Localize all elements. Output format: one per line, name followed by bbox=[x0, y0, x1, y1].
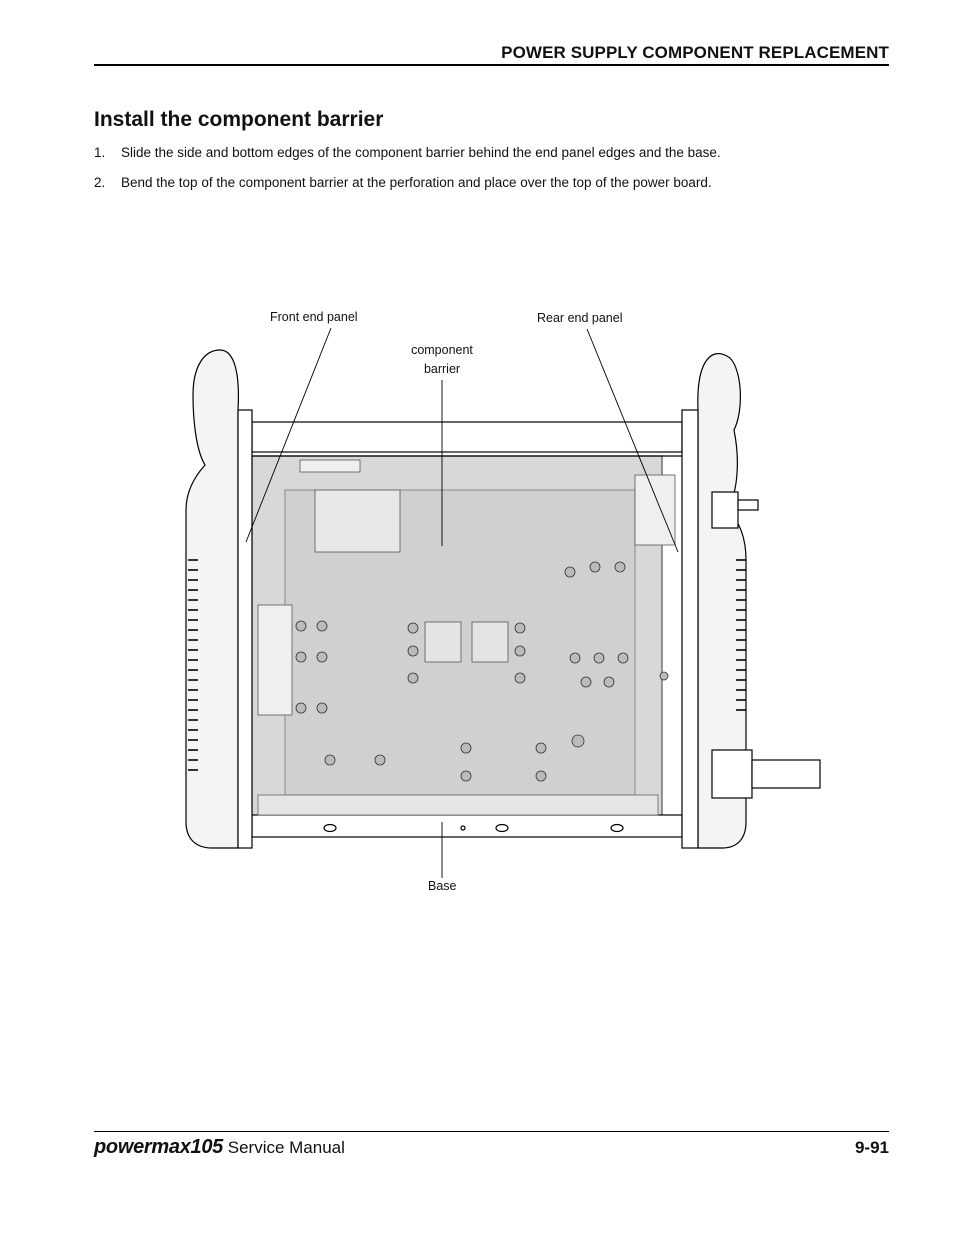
page-number: 9-91 bbox=[854, 1138, 889, 1157]
top-frame bbox=[251, 421, 683, 453]
step-number: 1. bbox=[94, 145, 106, 160]
base-shape bbox=[251, 814, 683, 838]
footer-manual-title: powermax105 Service Manual bbox=[94, 1136, 345, 1159]
page-header-title: POWER SUPPLY COMPONENT REPLACEMENT bbox=[501, 43, 889, 62]
callout-base: Base bbox=[428, 879, 457, 893]
step-number: 2. bbox=[94, 175, 106, 190]
section-title: Install the component barrier bbox=[94, 108, 384, 131]
callout-component-barrier-line2: barrier bbox=[423, 362, 461, 376]
header-rule bbox=[94, 64, 889, 66]
rear-end-panel-shape bbox=[697, 353, 747, 849]
front-end-panel-shape bbox=[185, 349, 240, 849]
step-text: Slide the side and bottom edges of the c… bbox=[121, 145, 721, 160]
callout-component-barrier-line1: component bbox=[411, 343, 473, 357]
footer-rule bbox=[94, 1131, 889, 1132]
manual-name: Service Manual bbox=[227, 1138, 345, 1157]
brand-logo: powermax105 bbox=[94, 1136, 223, 1158]
step-text: Bend the top of the component barrier at… bbox=[121, 175, 712, 190]
callout-front-end-panel: Front end panel bbox=[270, 310, 358, 324]
callout-rear-end-panel: Rear end panel bbox=[537, 311, 623, 325]
